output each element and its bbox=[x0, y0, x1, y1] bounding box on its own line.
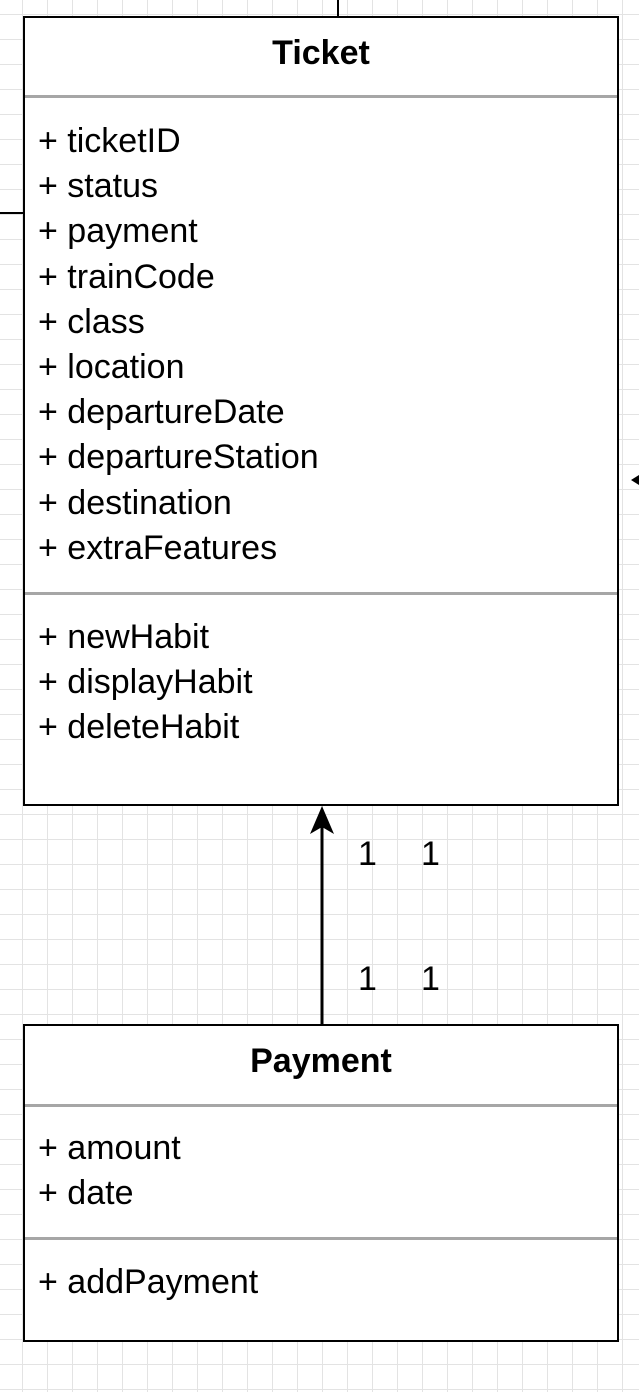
ticket-attribute: + location bbox=[38, 348, 185, 387]
ticket-class-name: Ticket bbox=[272, 34, 370, 72]
ticket-operations: + newHabit + displayHabit + deleteHabit bbox=[25, 595, 617, 751]
ticket-attribute: + destination bbox=[38, 483, 232, 522]
payment-end-multiplicity: 1 bbox=[358, 960, 377, 998]
ticket-attribute: + payment bbox=[38, 212, 198, 251]
ticket-class-box[interactable]: Ticket + ticketID + status + payment + t… bbox=[23, 16, 619, 806]
payment-attribute: + date bbox=[38, 1174, 134, 1213]
ticket-attribute: + trainCode bbox=[38, 257, 215, 296]
payment-class-box[interactable]: Payment + amount + date + addPayment bbox=[23, 1024, 619, 1342]
ticket-members-divider bbox=[25, 592, 617, 596]
ticket-attribute: + ticketID bbox=[38, 122, 181, 160]
payment-members-divider bbox=[25, 1237, 617, 1241]
payment-header-divider bbox=[25, 1104, 617, 1107]
ticket-end-multiplicity: 1 bbox=[421, 835, 440, 873]
payment-operation: + addPayment bbox=[38, 1263, 259, 1302]
ticket-attribute: + status bbox=[38, 167, 159, 206]
payment-attributes: + amount + date bbox=[25, 1107, 617, 1237]
ticket-attribute: + class bbox=[38, 302, 145, 341]
payment-class-name: Payment bbox=[250, 1042, 392, 1080]
ticket-attribute: + extraFeatures bbox=[38, 528, 278, 567]
ticket-operation: + displayHabit bbox=[38, 663, 253, 702]
ticket-attribute: + departureDate bbox=[38, 393, 285, 432]
ticket-operation: + deleteHabit bbox=[38, 708, 240, 747]
ticket-operation: + newHabit bbox=[38, 618, 210, 657]
ticket-attribute: + departureStation bbox=[38, 438, 319, 477]
ticket-end-multiplicity: 1 bbox=[358, 835, 377, 873]
ticket-attributes: + ticketID + status + payment + trainCod… bbox=[25, 98, 617, 592]
payment-end-multiplicity: 1 bbox=[421, 960, 440, 998]
payment-operations: + addPayment bbox=[25, 1240, 617, 1305]
ticket-header-divider bbox=[25, 95, 617, 98]
association-arrowhead bbox=[310, 806, 334, 834]
right-edge-arrowhead bbox=[631, 475, 639, 485]
payment-attribute: + amount bbox=[38, 1129, 181, 1167]
